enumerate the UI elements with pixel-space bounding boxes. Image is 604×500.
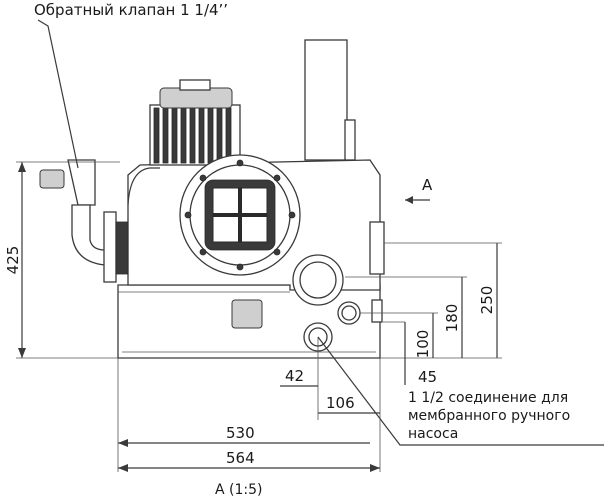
dim-564-value: 564: [226, 449, 255, 467]
vent-pipe-clamp: [344, 119, 356, 161]
dimension-lines: [16, 19, 604, 472]
dim-530-arrow-left: [118, 439, 128, 447]
inlet-port-large-inner: [299, 261, 337, 299]
drain-fitting: [231, 299, 263, 329]
motor-top-box: [179, 79, 211, 91]
flange-bolts: [184, 159, 296, 271]
upper-pipe: [127, 167, 160, 206]
dim-106-value: 106: [326, 394, 355, 412]
view-caption: A (1:5): [215, 482, 262, 498]
connection-leader: [317, 336, 604, 446]
right-flange: [369, 221, 385, 275]
dim-425-value: 425: [4, 246, 22, 275]
section-arrow-head: [405, 196, 413, 204]
section-arrow-label: A: [422, 176, 433, 194]
pump-unit: [39, 39, 385, 359]
dim-564-arrow-right: [370, 464, 380, 472]
dim-250-value: 250: [478, 286, 496, 315]
check-valve-leader: [37, 19, 79, 169]
discharge-elbow: [71, 204, 106, 266]
dim-425-arrow-bottom: [18, 348, 26, 358]
dim-180-value: 180: [443, 304, 461, 333]
discharge-flange: [103, 211, 117, 283]
dim-564-arrow-left: [118, 464, 128, 472]
connection-label-line2: мембранного ручного: [408, 408, 570, 424]
dim-425-arrow-top: [18, 162, 26, 172]
right-small-port: [371, 299, 383, 323]
dim-42-value: 42: [285, 367, 304, 385]
vent-pipe: [304, 39, 348, 161]
connection-label-line3: насоса: [408, 426, 458, 442]
inlet-port-180-inner: [341, 305, 357, 321]
connection-label-line1: 1 1/2 соединение для: [408, 390, 568, 406]
dim-530-value: 530: [226, 424, 255, 442]
flange-plate: [115, 221, 129, 275]
motor-cap: [159, 87, 233, 109]
dim-45-value: 45: [418, 368, 437, 386]
dim-100-value: 100: [414, 330, 432, 359]
check-valve-body: [67, 159, 96, 206]
valve-cap: [39, 169, 65, 189]
check-valve-label: Обратный клапан 1 1/4’’: [34, 1, 228, 19]
motor-fins: [153, 107, 232, 164]
